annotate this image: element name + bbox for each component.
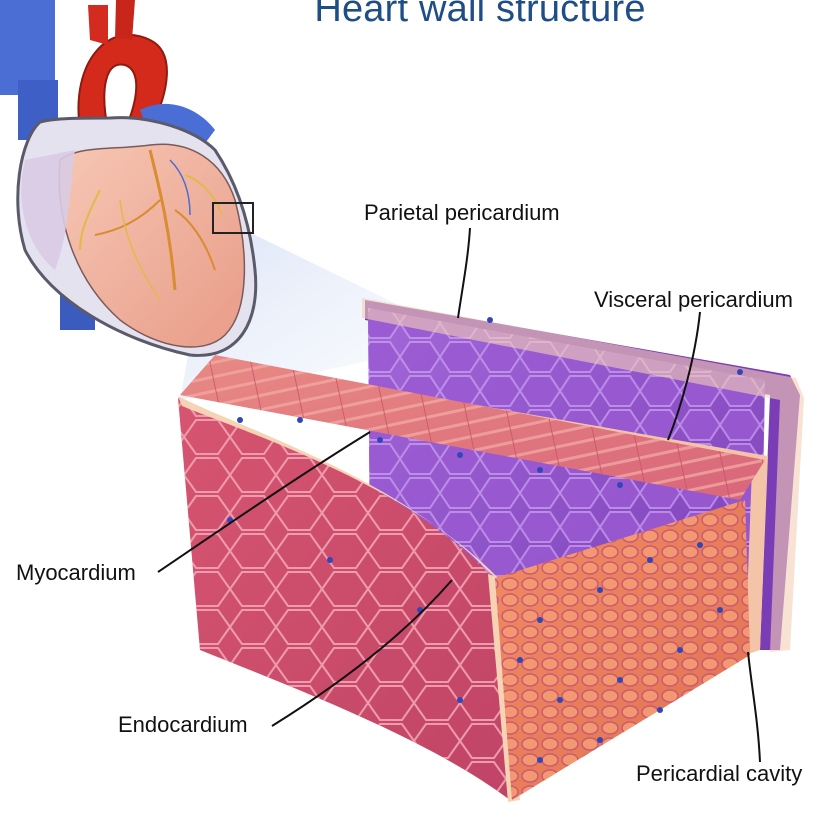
label-visceral-pericardium: Visceral pericardium: [594, 287, 793, 313]
label-endocardium: Endocardium: [118, 712, 248, 738]
leader-parietal: [458, 228, 470, 318]
tissue-block-icon: [178, 298, 804, 802]
label-myocardium: Myocardium: [16, 560, 136, 586]
leader-cavity: [748, 652, 760, 762]
heart-icon: [0, 0, 256, 355]
diagram-title: Heart wall structure: [250, 0, 710, 31]
label-pericardial-cavity: Pericardial cavity: [636, 761, 802, 787]
label-parietal-pericardium: Parietal pericardium: [364, 200, 560, 226]
